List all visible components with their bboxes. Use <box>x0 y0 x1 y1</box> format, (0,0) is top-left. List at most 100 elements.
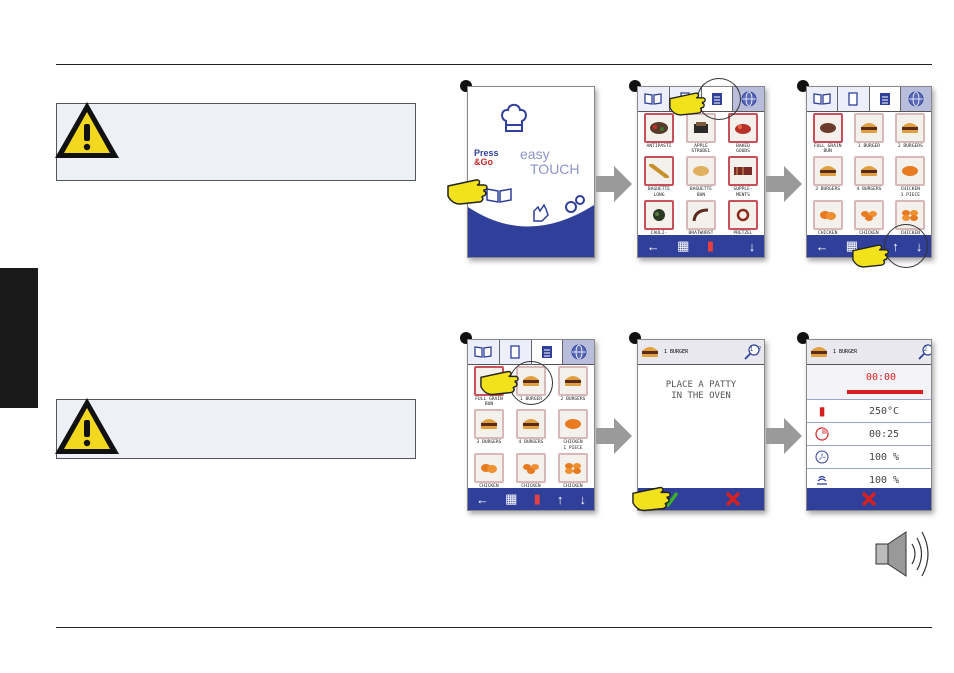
next-arrow-icon <box>766 418 802 454</box>
settings-gears-icon[interactable] <box>564 193 586 215</box>
cookbook-icon[interactable] <box>486 187 512 203</box>
program-item[interactable]: CHICKEN 3 PIECES <box>510 452 552 494</box>
step-indicator: 2 <box>918 344 931 360</box>
list-icon <box>879 93 890 105</box>
food-thumbnail <box>728 113 758 143</box>
category-item[interactable]: BAGUETTE BUN <box>680 156 722 198</box>
tab-favorites[interactable] <box>807 87 839 111</box>
program-item[interactable]: CHICKEN 1 PIECE <box>890 156 931 198</box>
book-star-icon <box>474 346 493 358</box>
burger-thumbnail <box>812 156 843 187</box>
program-item[interactable]: 3 BURGERS <box>468 409 510 450</box>
temperature-row[interactable]: ▮ 250°C <box>807 400 931 423</box>
list-icon <box>541 346 552 358</box>
burger-thumbnail <box>853 113 884 143</box>
program-item[interactable]: 3 BURGERS <box>807 156 848 197</box>
category-item[interactable]: SUPPLE- MENTS <box>722 156 764 198</box>
chicken-thumbnail <box>516 452 546 483</box>
warning-box-2 <box>55 398 416 459</box>
category-icon <box>848 92 859 106</box>
next-arrow-icon <box>766 166 802 202</box>
tab-bar <box>807 87 931 112</box>
tab-list[interactable] <box>869 87 901 111</box>
press-go-logo[interactable]: Press &Go <box>474 149 499 167</box>
timer-progress-fill <box>847 390 923 394</box>
category-label: PRETZEL <box>733 230 753 236</box>
thermometer-icon[interactable]: ▮ <box>533 491 541 506</box>
bottom-toolbar: ← ▦ ▮ ↓ <box>638 235 764 257</box>
tab-categories[interactable] <box>838 87 870 111</box>
open-book-icon[interactable]: ▦ <box>845 238 858 253</box>
down-arrow-icon[interactable]: ↓ <box>579 491 586 507</box>
program-label: 3 BURGERS <box>815 187 841 193</box>
touch-logo-text: TOUCH <box>530 161 580 177</box>
chef-hat-icon[interactable] <box>500 101 528 133</box>
program-item[interactable]: 2 BURGERS <box>890 113 931 154</box>
category-item[interactable]: PRETZEL <box>722 199 764 241</box>
globe-icon <box>741 91 757 107</box>
program-title: 1 BURGER <box>833 349 858 355</box>
book-star-icon <box>644 93 663 105</box>
food-thumbnail <box>812 113 843 143</box>
program-item[interactable]: 4 BURGERS <box>848 156 889 197</box>
program-item[interactable]: CHICKEN 1 PIECE <box>552 409 594 451</box>
program-item[interactable]: 4 BURGERS <box>510 409 552 450</box>
burger-thumbnail <box>853 156 884 187</box>
chicken-thumbnail <box>853 199 884 230</box>
category-item[interactable]: APPLE STRUDEL <box>680 113 722 154</box>
warning-box-1 <box>55 102 416 181</box>
category-item[interactable]: BAKED GOODS <box>722 113 764 154</box>
globe-icon <box>571 344 587 360</box>
step-number: 2 <box>923 347 927 353</box>
category-item[interactable]: BRATWURST <box>680 199 722 241</box>
timer-progress-track <box>847 390 927 394</box>
chapter-side-tab <box>0 268 38 408</box>
category-label: SUPPLE- MENTS <box>733 187 753 198</box>
program-item[interactable]: CHICKEN 4 PIECES <box>552 452 594 494</box>
tab-categories[interactable] <box>499 340 532 364</box>
tab-language[interactable] <box>563 340 594 364</box>
easy-touch-logo[interactable]: easy TOUCH <box>520 147 580 177</box>
open-book-icon[interactable]: ▦ <box>677 238 690 253</box>
thermometer-icon: ▮ <box>818 404 826 418</box>
step-number: 1 <box>749 347 754 353</box>
humidity-row[interactable]: 100 % <box>807 469 931 491</box>
screen-program-select: FULL GRAIN BUN 1 BURGER 2 BURGERS 3 BURG… <box>467 339 595 511</box>
up-arrow-icon[interactable]: ↑ <box>556 491 564 507</box>
cancel-x-icon[interactable] <box>861 491 877 507</box>
food-thumbnail <box>728 199 758 230</box>
category-item[interactable]: BAGUETTE LONG <box>638 156 680 198</box>
program-item[interactable]: 2 BURGERS <box>552 366 594 407</box>
bottom-toolbar: ← ▦ ▮ ↑ ↓ <box>468 488 594 510</box>
easy-logo-text: easy <box>520 146 550 162</box>
program-item[interactable]: CHICKEN 4 PIECES <box>890 199 931 241</box>
step-indicator: 1 2 <box>744 344 761 360</box>
program-item[interactable]: FULL GRAIN BUN <box>807 113 848 154</box>
tab-favorites[interactable] <box>638 87 670 111</box>
back-arrow-icon[interactable]: ← <box>476 491 490 507</box>
tab-list[interactable] <box>531 340 564 364</box>
program-label: 3 BURGERS <box>476 440 502 446</box>
food-thumbnail <box>686 199 716 230</box>
program-header: 1 BURGER 2 <box>807 340 931 365</box>
time-row[interactable]: 00:25 <box>807 423 931 446</box>
pointing-hand-icon <box>447 179 488 205</box>
thermometer-icon[interactable]: ▮ <box>706 238 714 253</box>
fan-row[interactable]: 100 % <box>807 446 931 469</box>
down-arrow-icon[interactable]: ↓ <box>748 238 756 254</box>
pointing-hand-icon <box>852 244 889 268</box>
cleaning-hand-icon[interactable] <box>530 203 550 223</box>
tab-favorites[interactable] <box>468 340 500 364</box>
program-label: 2 BURGERS <box>897 144 923 149</box>
prompt-message: PLACE A PATTY IN THE OVEN <box>665 380 737 401</box>
program-item[interactable]: 1 BURGER <box>848 113 889 154</box>
back-arrow-icon[interactable]: ← <box>646 238 660 254</box>
back-arrow-icon[interactable]: ← <box>815 238 829 254</box>
cancel-x-icon[interactable] <box>725 491 741 507</box>
steam-icon <box>807 474 837 486</box>
open-book-icon[interactable]: ▦ <box>505 491 518 506</box>
tab-language[interactable] <box>900 87 931 111</box>
magnifier-icon <box>744 344 760 360</box>
category-label: APPLE STRUDEL <box>691 144 711 155</box>
category-item[interactable]: ANTIPASTI <box>638 113 680 154</box>
